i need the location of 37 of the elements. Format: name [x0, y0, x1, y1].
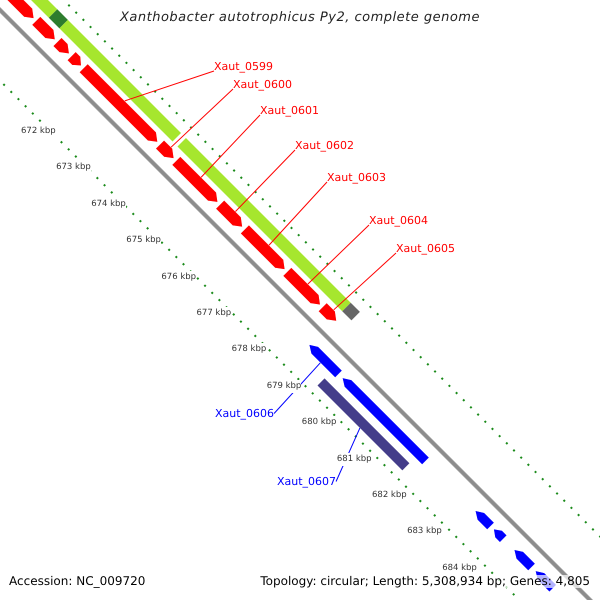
gene-label: Xaut_0601	[260, 104, 320, 117]
gene-feature	[308, 344, 343, 378]
scale-label: 684 kbp	[442, 562, 477, 575]
gene-label: Xaut_0602	[295, 139, 354, 152]
gene-feature	[474, 510, 495, 530]
gene-feature	[171, 156, 218, 203]
scale-label: 673 kbp	[56, 161, 91, 174]
gene-label: Xaut_0605	[396, 242, 456, 255]
leader-line	[124, 70, 214, 102]
scale-label: 682 kbp	[372, 489, 407, 502]
gene-label: Xaut_0607	[277, 475, 336, 488]
scale-label: 674 kbp	[91, 198, 126, 211]
scale-label: 681 kbp	[336, 452, 372, 466]
gene-feature	[318, 302, 337, 322]
gene-label: Xaut_0606	[215, 407, 274, 420]
leader-line	[200, 114, 260, 178]
gene-feature	[31, 16, 56, 40]
scale-label: 677 kbp	[196, 307, 232, 320]
scale-label: 679 kbp	[266, 380, 302, 393]
gene-label: Xaut_0599	[214, 60, 274, 73]
scale-label: 676 kbp	[161, 270, 196, 284]
gene-label: Xaut_0600	[233, 78, 292, 91]
leader-line	[307, 224, 370, 284]
accession-text: Accession: NC_009720	[9, 575, 146, 588]
leader-line	[170, 88, 234, 148]
gene-feature	[514, 549, 536, 572]
genome-info-text: Topology: circular; Length: 5,308,934 bp; Genes: 4,805	[260, 575, 590, 588]
gene-feature	[493, 528, 508, 543]
leader-line	[268, 182, 328, 246]
leader-line	[234, 150, 296, 212]
diagram-title: Xanthobacter autotrophicus Py2, complete genome	[118, 11, 481, 24]
gene-label: Xaut_0603	[327, 171, 386, 184]
gene-feature	[52, 37, 70, 54]
scale-label: 672 kbp	[21, 125, 56, 138]
gene-label: Xaut_0604	[369, 214, 428, 227]
leader-line	[333, 252, 396, 310]
gene-feature	[155, 140, 174, 159]
